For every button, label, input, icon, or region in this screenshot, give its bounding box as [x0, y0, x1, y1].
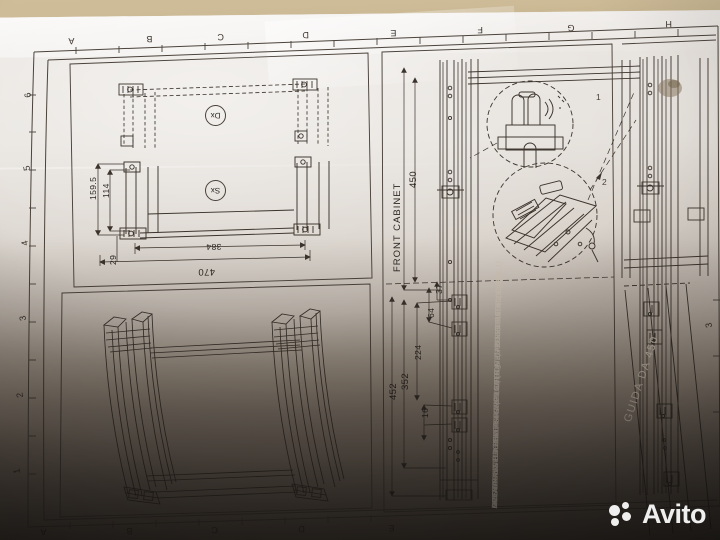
grid-letter-c: C	[216, 31, 224, 43]
grid-letter-bottom-e: E	[387, 522, 395, 534]
grid-letter-bottom-b: B	[125, 525, 133, 537]
avito-wordmark: Avito	[642, 499, 707, 529]
paper-crease	[264, 5, 519, 92]
grid-letter-e: E	[389, 27, 397, 39]
callout-1: 1	[596, 92, 602, 102]
paper-crease	[0, 9, 720, 58]
dimension-352: 352	[400, 372, 411, 390]
dimension-224: 224	[413, 344, 423, 360]
avito-watermark: Avito	[609, 499, 707, 529]
dimension-29: 29	[108, 254, 118, 265]
dimension-159-5: 159.5	[88, 176, 98, 200]
callout-2: 2	[602, 177, 608, 187]
grid-letter-b: B	[145, 33, 153, 45]
grid-letter-bottom-c: C	[210, 524, 218, 536]
note-english-line-3: PREMOUNT PLASTIC PART (Pict.2)	[489, 379, 502, 509]
dimension-16: 16	[420, 407, 430, 418]
dimension-114: 114	[101, 183, 111, 198]
label-450: 450	[408, 170, 419, 188]
dimension-384: 384	[205, 241, 222, 253]
grid-letter-a: A	[67, 35, 75, 47]
grid-letter-bottom-a: A	[39, 526, 47, 538]
drawing-sheet	[0, 5, 720, 540]
grid-letter-h: H	[664, 18, 672, 30]
paper-crease	[0, 159, 720, 170]
dimension-64: 64	[426, 307, 436, 318]
avito-logo-icon	[609, 501, 635, 528]
dimension-452: 452	[388, 382, 399, 400]
grid-letter-f: F	[476, 24, 483, 36]
grid-letter-bottom-d: D	[297, 523, 305, 535]
bubble-sx-label: Sx	[210, 185, 221, 196]
grid-letter-d: D	[301, 29, 309, 41]
bubble-dx-label: Dx	[210, 110, 221, 121]
grid-letter-g: G	[566, 22, 575, 34]
label-front-cabinet: FRONT CABINET	[392, 182, 403, 272]
dimension-470: 470	[197, 265, 216, 278]
dimension-37: 37	[434, 283, 444, 294]
